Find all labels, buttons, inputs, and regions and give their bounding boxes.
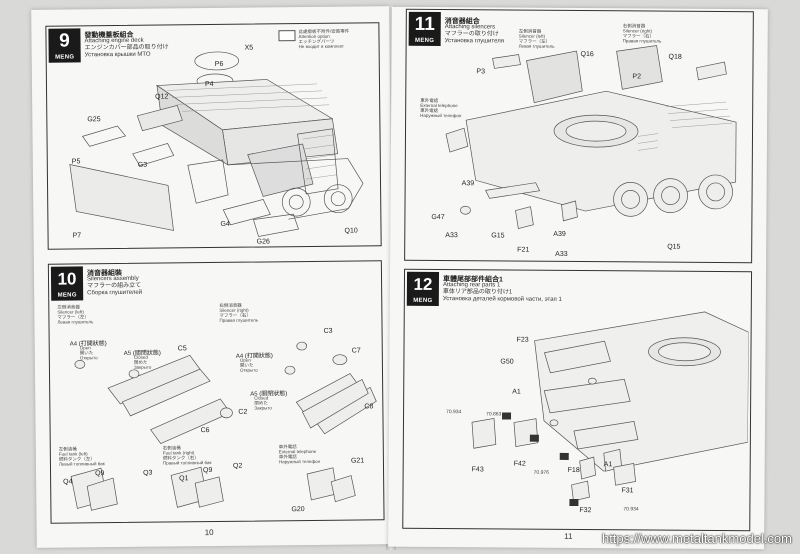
part-f18-label: F18	[567, 466, 580, 475]
part-g21-label: G21	[350, 457, 365, 465]
part-g4-label: G4	[220, 220, 230, 228]
part-f23-label: F23	[516, 336, 529, 344]
paint-code-4: 70.934	[623, 506, 639, 513]
part-f42-label: F42	[513, 460, 526, 468]
part-a39-label: A39	[461, 180, 475, 188]
paint-code-2: 70.863	[486, 411, 502, 418]
part-g20-label: G20	[291, 506, 305, 514]
part-g47-label: G47	[431, 213, 445, 222]
part-f43-label: F43	[471, 466, 484, 474]
step9-engine-deck-drawing	[69, 51, 364, 237]
step12-rear-drawing	[471, 311, 749, 507]
part-f21-label: F21	[517, 246, 530, 254]
left-page-number: 10	[204, 528, 214, 538]
paint-code-1: 70.934	[446, 409, 462, 416]
part-q16-label: Q16	[580, 51, 594, 59]
part-a39b-label: A39	[553, 230, 566, 238]
step10-silencer-drawing	[70, 341, 377, 511]
part-c6-label: C6	[200, 427, 210, 435]
part-a1-label: A1	[512, 388, 521, 396]
watermark-url: https://www.metaltankmodel.com	[601, 531, 792, 546]
paint-code-3: 70.976	[533, 469, 549, 476]
part-f31-label: F31	[621, 487, 634, 495]
part-f32-label: F32	[579, 507, 592, 515]
part-p3-label: P3	[476, 68, 486, 76]
part-a1b-label: A1	[603, 461, 613, 469]
ext-telephone-ru: Наружный телефон	[278, 458, 321, 465]
fuel-tank-left-ru: Левый топливный бак	[58, 461, 105, 467]
right-page-number: 11	[564, 531, 573, 541]
fuel-tank-right-ru: Правый топливный бак	[162, 460, 212, 466]
part-q18-label: Q18	[668, 53, 682, 61]
part-q9-label: Q9	[95, 470, 105, 478]
part-c8-label: C8	[364, 403, 374, 411]
part-g26-label: G26	[256, 238, 270, 246]
part-g15-label: G15	[491, 232, 505, 240]
part-q10-label: Q10	[344, 227, 358, 235]
part-p4-label: P4	[204, 80, 214, 89]
part-q3-label: Q3	[143, 469, 153, 477]
part-q12-label: Q12	[155, 93, 169, 101]
part-q9b-label: Q9	[202, 467, 213, 475]
part-g50-label: G50	[500, 358, 514, 366]
part-q15-label: Q15	[667, 243, 681, 251]
part-q4-label: Q4	[63, 478, 73, 486]
part-c5-label: C5	[177, 345, 187, 353]
step11-hull-drawing	[445, 45, 737, 230]
part-p2-label: P2	[632, 73, 641, 81]
part-p7-label: P7	[72, 232, 82, 240]
part-g3-label: G3	[137, 161, 148, 169]
part-c2-label: C2	[238, 408, 248, 416]
part-q2-label: Q2	[232, 462, 243, 470]
part-p5-label: P5	[71, 158, 81, 166]
part-c7-label: C7	[351, 347, 361, 355]
part-a33b-label: A33	[555, 250, 568, 258]
part-q1-label: Q1	[179, 475, 189, 483]
part-c3-label: C3	[323, 327, 333, 335]
part-a33-label: A33	[445, 232, 458, 240]
part-g25-label: G25	[87, 116, 101, 124]
part-p6-label: P6	[214, 60, 224, 68]
part-x5-label: X5	[244, 44, 254, 52]
